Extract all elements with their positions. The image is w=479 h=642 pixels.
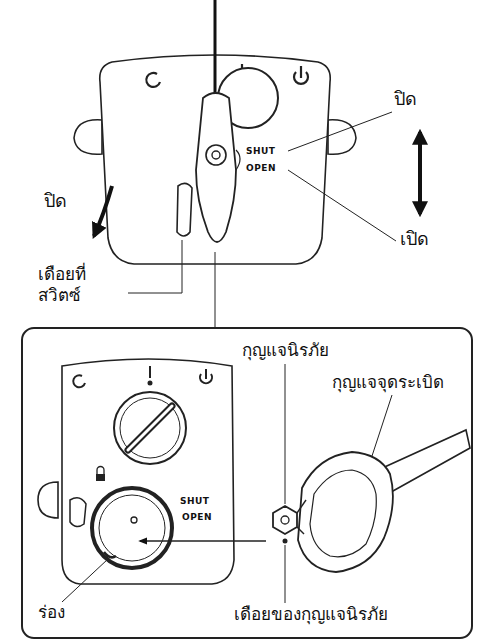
key-shutter bbox=[70, 488, 172, 568]
direction-label: เปิด bbox=[398, 228, 431, 251]
part-label: ร่อง bbox=[36, 602, 67, 623]
part-label: เดือยของกุญแจนิรภัย bbox=[232, 604, 390, 625]
switch-pin bbox=[177, 183, 192, 236]
inset-symbols bbox=[73, 366, 212, 387]
ignition-key-detail bbox=[273, 430, 470, 572]
part-label: กุญแจจุดระเบิด bbox=[330, 372, 446, 393]
direction-label: ปิด bbox=[42, 190, 69, 213]
switch-marking: OPEN bbox=[246, 163, 276, 174]
inset-housing bbox=[38, 359, 234, 584]
direction-label: ปิด bbox=[392, 88, 419, 111]
switch-marking: SHUT bbox=[180, 496, 209, 507]
switch-marking: SHUT bbox=[246, 146, 275, 157]
leader-lines bbox=[126, 112, 396, 328]
part-label: กุญแจนิรภัย bbox=[240, 340, 331, 361]
inset-leader-lines bbox=[62, 364, 392, 603]
switch-marking: OPEN bbox=[182, 512, 212, 523]
motion-arrows bbox=[94, 132, 420, 236]
insert-arrow bbox=[140, 540, 266, 541]
ignition-key bbox=[196, 0, 278, 242]
part-label: เดือยที่สวิตซ์ bbox=[36, 264, 128, 307]
key-cylinder bbox=[96, 392, 186, 481]
detail-frame bbox=[22, 328, 472, 638]
